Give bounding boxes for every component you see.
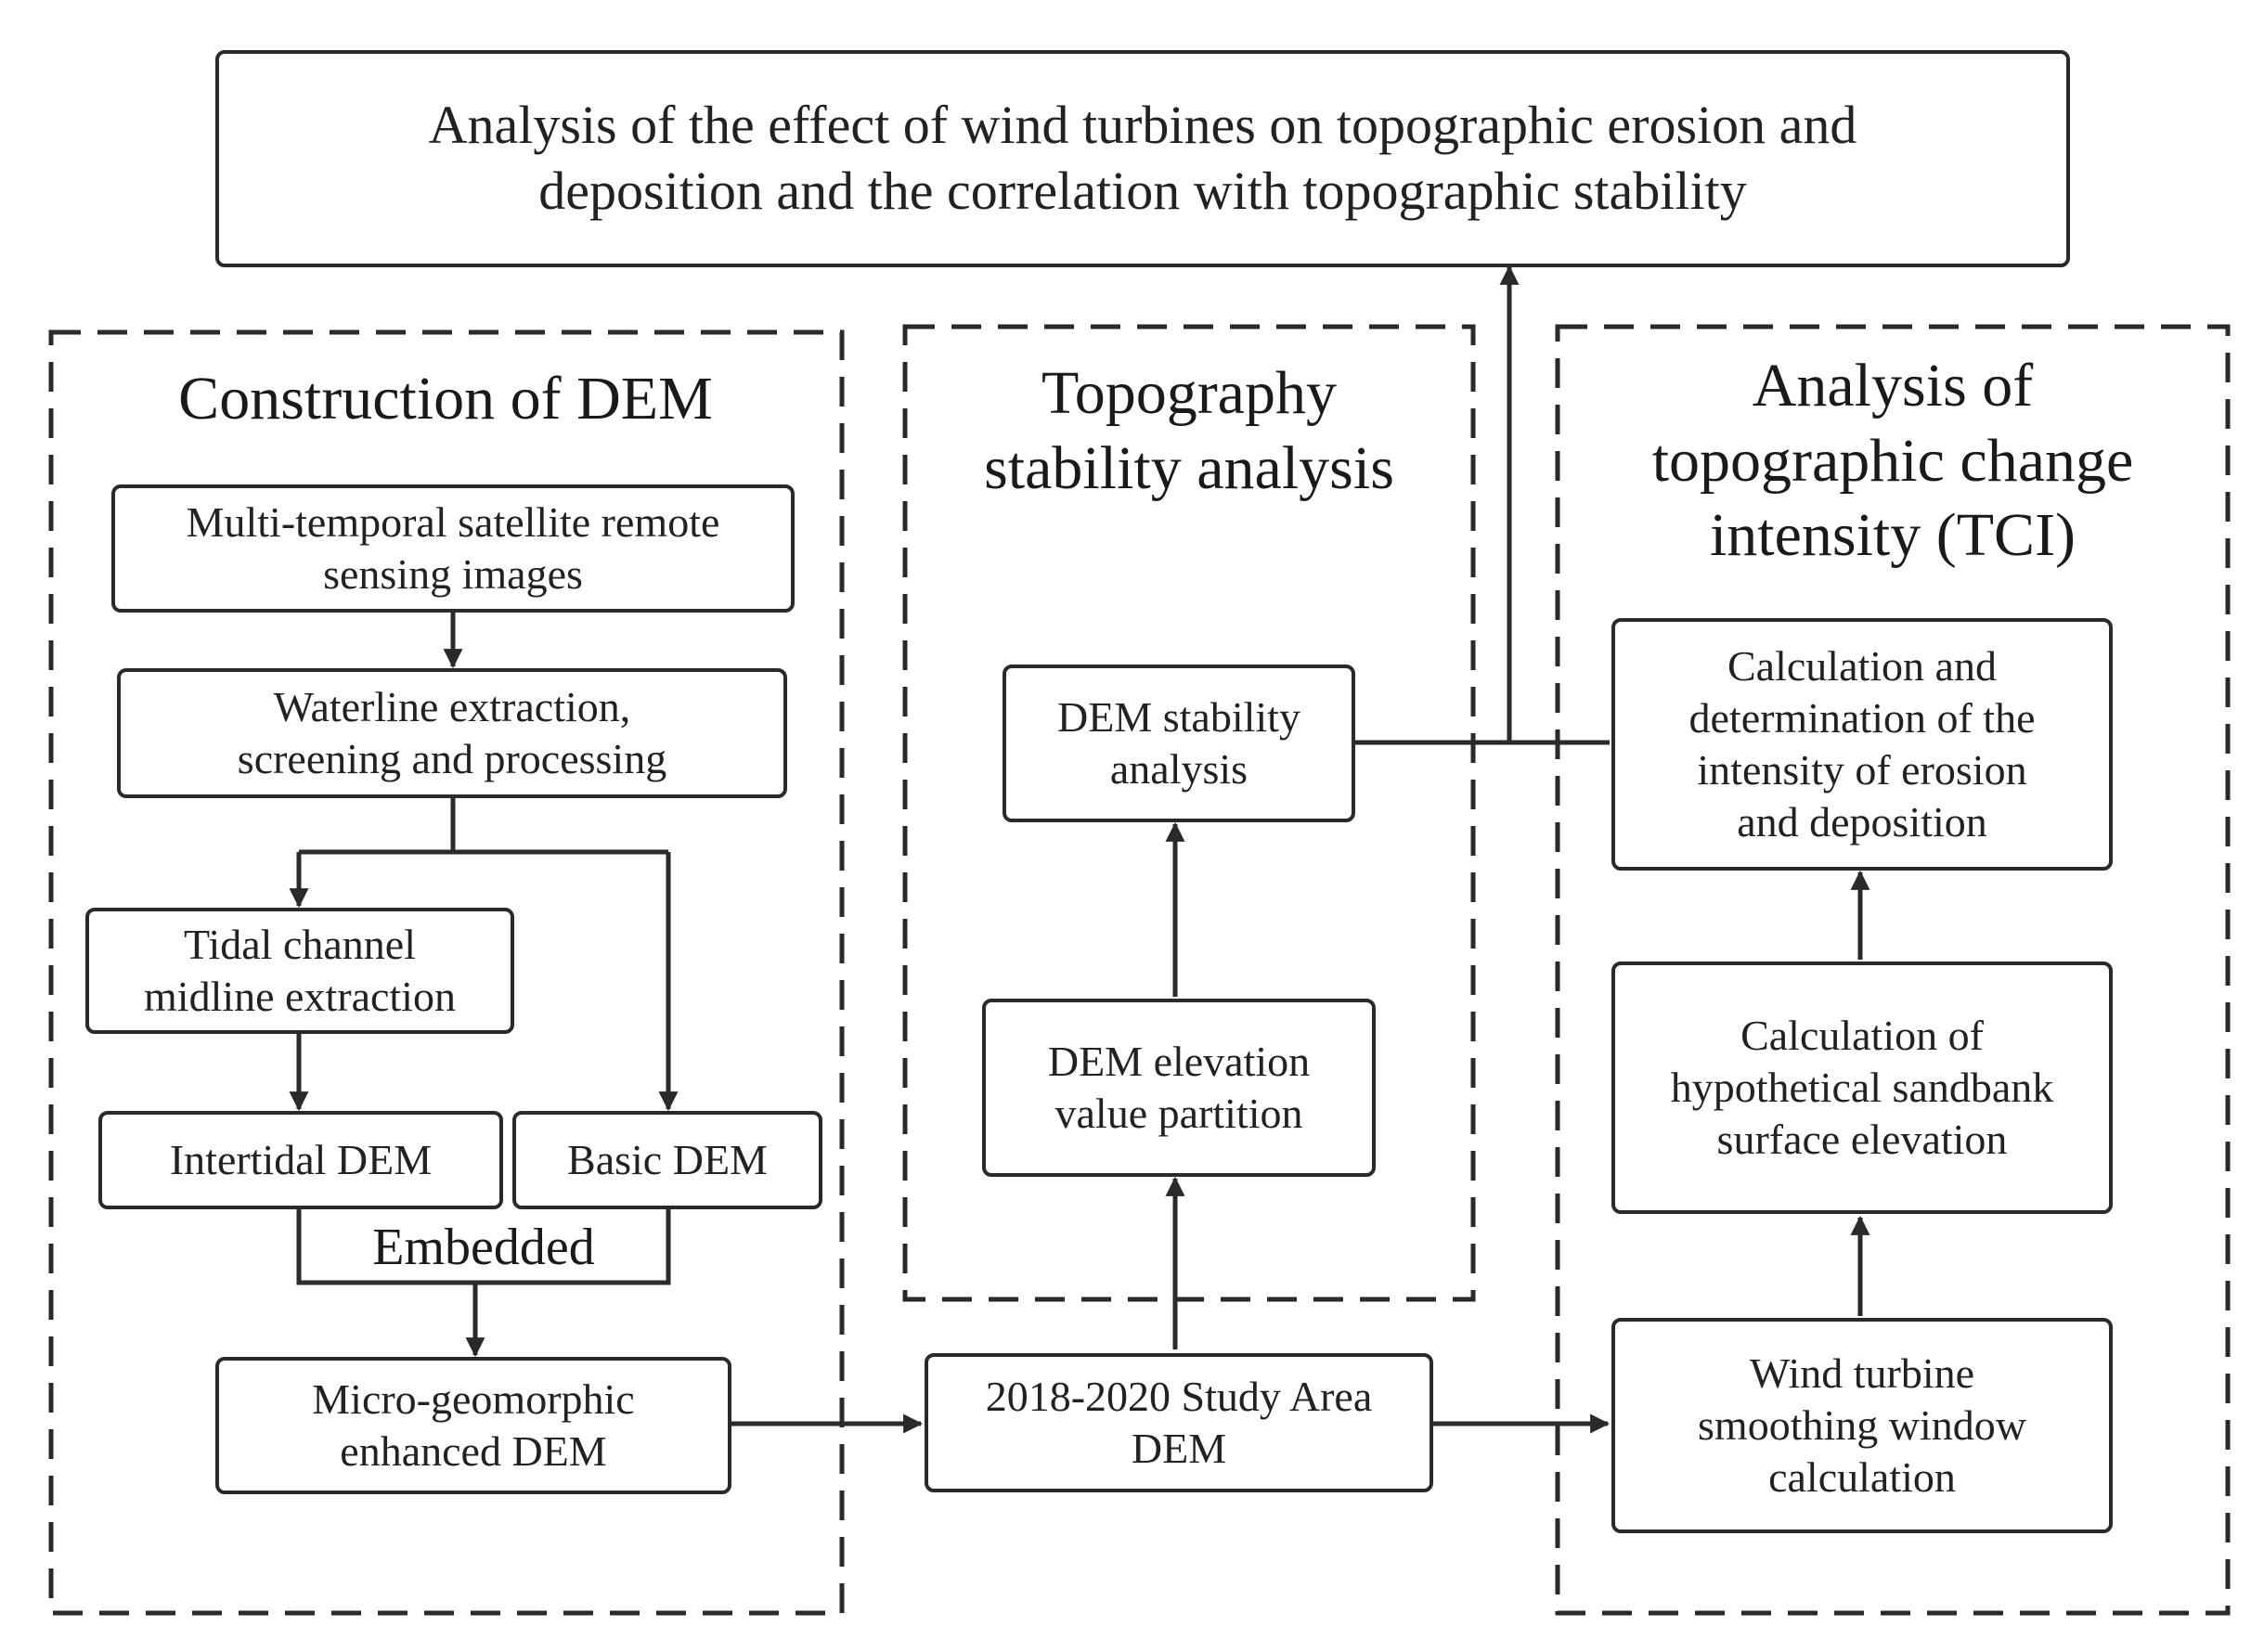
embedded-label: Embedded bbox=[372, 1219, 595, 1276]
title-line-2: deposition and the correlation with topo… bbox=[538, 161, 1747, 221]
node-intertidal-dem: Intertidal DEM bbox=[98, 1111, 503, 1209]
group-frame-stability bbox=[902, 324, 1476, 1302]
node-tidal-channel-midline: Tidal channel midline extraction bbox=[85, 908, 514, 1034]
node-waterline-extraction: Waterline extraction, screening and proc… bbox=[117, 668, 787, 798]
node-stability-analysis: DEM stability analysis bbox=[1003, 665, 1355, 822]
node-multi-temporal-images: Multi-temporal satellite remote sensing … bbox=[111, 484, 795, 613]
node-erosion-deposition-intensity: Calculation and determination of the int… bbox=[1611, 618, 2113, 871]
embedded-bracket bbox=[296, 1207, 671, 1285]
title-line-1: Analysis of the effect of wind turbines … bbox=[428, 95, 1857, 156]
group-title-stability: Topography stability analysis bbox=[984, 359, 1394, 502]
title-box: Analysis of the effect of wind turbines … bbox=[215, 50, 2070, 267]
group-title-construction: Construction of DEM bbox=[178, 365, 713, 432]
node-micro-geomorphic-dem: Micro-geomorphic enhanced DEM bbox=[215, 1357, 731, 1494]
node-sandbank-elevation: Calculation of hypothetical sandbank sur… bbox=[1611, 962, 2113, 1214]
group-frame-tci bbox=[1555, 324, 2231, 1616]
group-title-tci: Analysis of topographic change intensity… bbox=[1651, 352, 2134, 570]
node-study-area-dem: 2018-2020 Study Area DEM bbox=[925, 1353, 1433, 1492]
node-basic-dem: Basic DEM bbox=[512, 1111, 822, 1209]
node-smoothing-window: Wind turbine smoothing window calculatio… bbox=[1611, 1318, 2113, 1533]
group-frame-construction bbox=[48, 329, 845, 1616]
node-elevation-partition: DEM elevation value partition bbox=[982, 999, 1376, 1177]
